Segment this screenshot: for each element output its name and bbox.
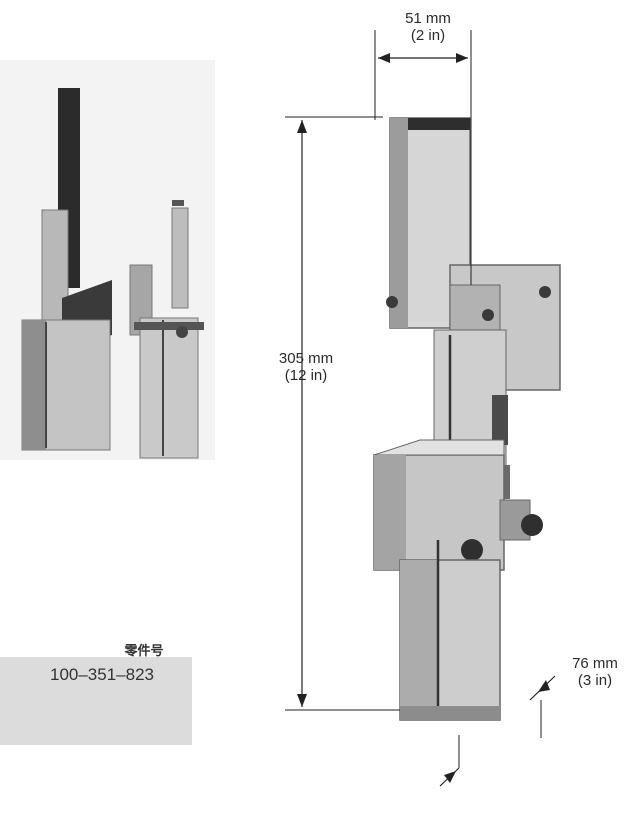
height-in: (12 in) [284,367,328,384]
small-grip-photo [0,60,215,460]
depth-mm: 76 mm [572,655,618,672]
large-grip-photo [373,117,561,721]
width-dimension-label: 51 mm (2 in) [388,10,468,44]
width-in: (2 in) [410,27,446,44]
part-number-value: 100–351–823 [49,665,154,684]
part-number-box: 100–351–823 [0,657,192,745]
width-mm: 51 mm [405,10,451,27]
height-dimension-label: 305 mm (12 in) [266,350,346,384]
depth-in: (3 in) [577,672,613,689]
part-number-header: 零件号 [124,644,164,659]
depth-dimension-label: 76 mm (3 in) [560,655,630,689]
height-mm: 305 mm [278,350,334,367]
